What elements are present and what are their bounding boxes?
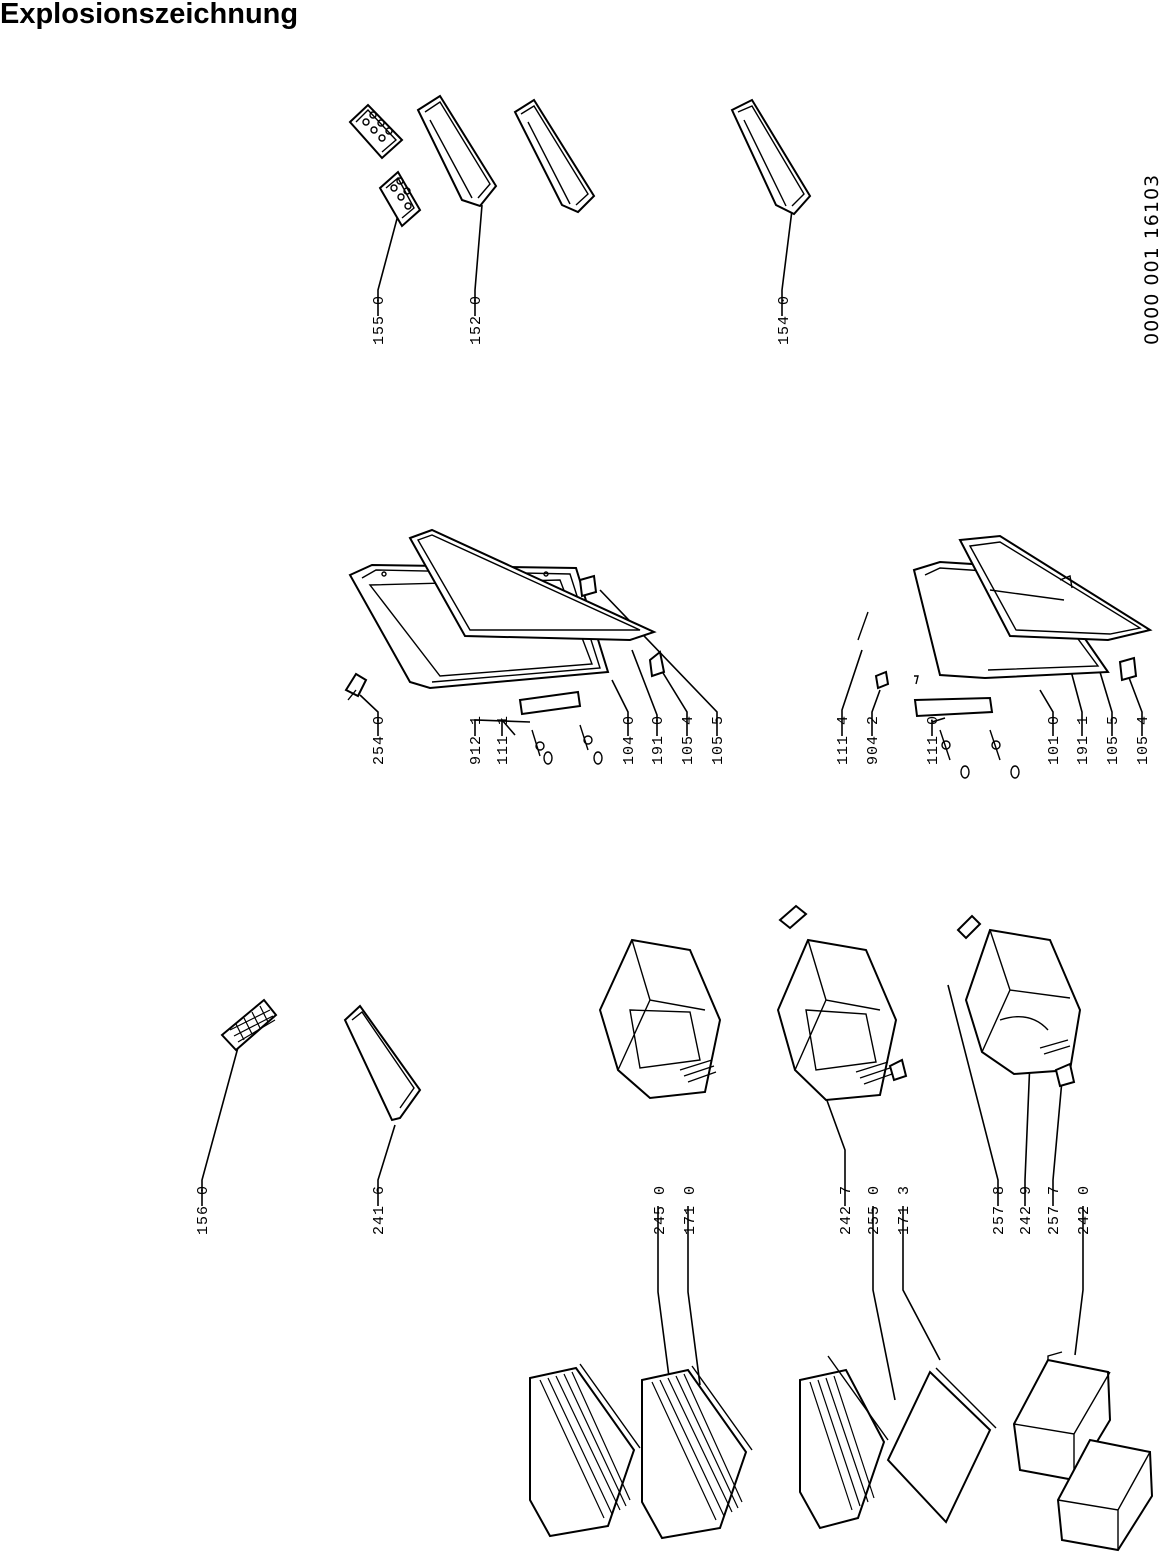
part-label-p2577: 257 7 (1046, 1185, 1063, 1235)
part-label-p2578: 257 8 (991, 1185, 1008, 1235)
part-labels: 156 0 241 6 245 0 171 0 242 7 255 0 171 3 257 8… (195, 295, 1152, 1235)
part-label-p2416: 241 6 (371, 1185, 388, 1235)
part-label-p9042: 904 2 (865, 715, 882, 765)
door-shelf-2 (513, 98, 596, 214)
part-label-p1540: 154 0 (776, 295, 793, 345)
part-241-6-tray (343, 1004, 422, 1122)
part-104-0-freezer-door (348, 528, 666, 765)
part-label-p1520: 152 0 (468, 295, 485, 345)
part-label-p9121: 912 1 (468, 715, 485, 765)
part-152-0-door-shelf (416, 94, 498, 208)
part-label-p2420: 242 0 (1076, 1185, 1093, 1235)
part-155-0-egg-tray (348, 103, 422, 228)
part-255-0-wire-shelf (799, 1355, 889, 1530)
part-171-0-wire-shelf (641, 1365, 753, 1540)
part-label-p2427: 242 7 (838, 1185, 855, 1235)
part-171-3-glass-shelf (886, 1367, 997, 1524)
part-label-p1713: 171 3 (896, 1185, 913, 1235)
part-drawer-upper (598, 938, 722, 1100)
part-label-p1560: 156 0 (195, 1185, 212, 1235)
part-label-p2540: 254 0 (371, 715, 388, 765)
part-label-p2429: 242 9 (1018, 1185, 1035, 1235)
part-label-p2450: 245 0 (652, 1185, 669, 1235)
part-242-0-box (1012, 1351, 1154, 1552)
part-245-0-wire-shelf (529, 1363, 641, 1538)
part-label-p1110: 111 0 (925, 715, 942, 765)
part-label-p1040: 104 0 (621, 715, 638, 765)
part-label-p1010: 101 0 (1046, 715, 1063, 765)
part-254-0-clip (344, 672, 368, 701)
part-label-p1910: 191 0 (650, 715, 667, 765)
part-label-p2550: 255 0 (866, 1185, 883, 1235)
part-label-p1114: 111 4 (835, 715, 852, 765)
part-154-0-door-shelf (730, 98, 812, 216)
part-242-7-drawer (776, 904, 908, 1102)
document-code: 0000 001 16103 (1141, 174, 1161, 345)
part-label-p1054b: 105 4 (1135, 715, 1152, 765)
part-label-p1710: 171 0 (682, 1185, 699, 1235)
part-242-9-drawer (956, 914, 1082, 1088)
part-156-0-ice-tray (220, 998, 278, 1052)
part-label-p1054a: 105 4 (680, 715, 697, 765)
part-label-p1055b: 105 5 (1105, 715, 1122, 765)
page-title: Explosionszeichnung (0, 0, 299, 30)
part-label-p1911: 191 1 (1075, 715, 1092, 765)
part-101-0-refrigerator-door (857, 534, 1153, 779)
part-label-p1055a: 105 5 (710, 715, 727, 765)
part-label-p1550: 155 0 (371, 295, 388, 345)
